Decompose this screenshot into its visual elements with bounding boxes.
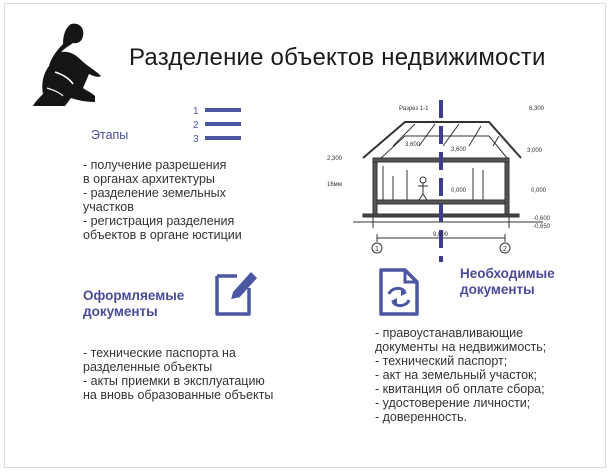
slide: Разделение объектов недвижимости 1 2 3 Э… [4,3,606,468]
drawing-mark-0600: -0,600 [533,216,551,222]
drawing-mark-3000: 3,000 [527,148,543,154]
issued-documents-list: - технические паспорта на разделенные об… [83,346,274,402]
drawing-mark-9000: 9,000 [433,232,449,238]
drawing-mark-3600b: 3,600 [451,147,467,153]
page-title: Разделение объектов недвижимости [129,44,546,71]
drawing-mark-0000a: 0,000 [451,188,467,194]
drawing-mark-6300: 6,300 [529,106,545,112]
required-documents-list: - правоустанавливающие документы на недв… [375,326,547,424]
list-number-1: 1 [193,106,199,117]
numbered-list-icon: 1 2 3 [193,106,241,144]
drawing-mark-2300: 2,300 [327,156,343,162]
house-section-drawing: Разрез 1-1 6,300 3,600 3,600 3,000 2,300… [327,100,551,262]
axis-number-2: 2 [503,246,507,253]
drawing-section-label: Разрез 1-1 [399,106,429,112]
axis-number-1: 1 [375,246,379,253]
document-edit-icon [215,272,257,316]
list-number-3: 3 [193,134,199,144]
required-documents-heading: Необходимые документы [460,266,555,297]
document-exchange-icon [379,268,419,316]
stages-heading: Этапы [91,128,129,142]
issued-documents-heading: Оформляемые документы [83,288,185,319]
drawing-mark-0650: -0,650 [533,224,551,230]
thinker-logo-icon [33,23,101,107]
list-number-2: 2 [193,120,199,131]
drawing-mark-0000b: 0,000 [531,188,547,194]
drawing-mark-3600a: 3,600 [405,142,421,148]
drawing-side-mark: 16мм [327,182,342,188]
stages-list: - получение разрешения в органах архитек… [83,158,242,242]
